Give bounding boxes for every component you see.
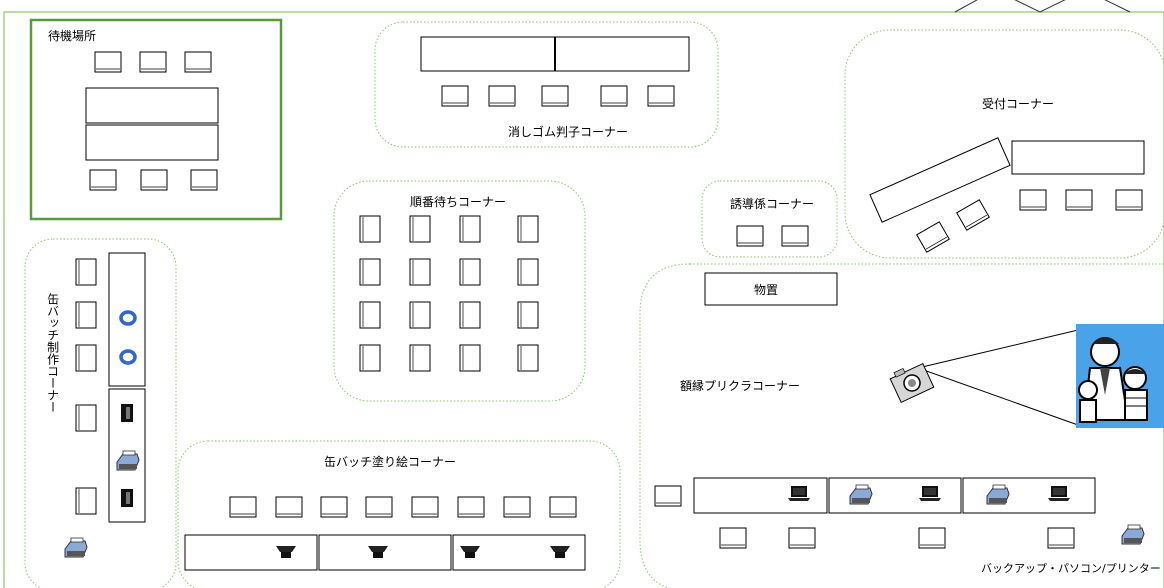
- waiting-table: [85, 124, 219, 161]
- badge-painting-corner-zone: [177, 440, 621, 588]
- badge-press-icon: [121, 404, 133, 422]
- eraser-stamp-corner-label: 消しゴム判子コーナー: [508, 124, 628, 139]
- waiting-table: [85, 87, 219, 124]
- reception-table-angled: [869, 137, 1011, 223]
- painting-chairs: [229, 496, 577, 518]
- badge-table: [108, 252, 146, 387]
- reception-corner-label: 受付コーナー: [982, 97, 1054, 111]
- camera-icon: [889, 329, 1079, 426]
- printer-icon: [64, 537, 88, 558]
- floor-outline: [3, 11, 1164, 588]
- guide-chair: [781, 225, 809, 247]
- stamp-table: [554, 36, 690, 72]
- reception-chair: [1115, 189, 1143, 211]
- badge-ring-icon: [119, 310, 137, 326]
- badge-ring-icon: [119, 349, 137, 365]
- laptop-icon: [1048, 486, 1070, 501]
- badge-chair: [75, 258, 97, 286]
- reception-chair: [916, 221, 950, 253]
- purikura-table: [693, 477, 828, 514]
- purikura-chair: [1047, 527, 1075, 549]
- reception-corner-zone: [844, 29, 1164, 259]
- stamp-chair: [488, 85, 516, 107]
- badge-chair: [75, 301, 97, 329]
- queue-chairs: [359, 215, 539, 372]
- guide-chair: [736, 225, 764, 247]
- purikura-chair: [719, 527, 747, 549]
- waiting-chair: [94, 51, 122, 73]
- people-photo-icon: [1076, 324, 1164, 428]
- reception-chair: [1019, 189, 1047, 211]
- painting-table: [184, 534, 318, 571]
- badge-making-corner-zone: [24, 238, 177, 588]
- laptop-icon: [919, 486, 941, 501]
- badge-making-corner-label: 缶バッチ制作コーナー: [45, 293, 60, 413]
- queue-corner-label: 順番待ちコーナー: [410, 195, 506, 209]
- guide-corner-label: 誘導係コーナー: [730, 197, 814, 211]
- waiting-chair: [140, 169, 168, 191]
- printer-icon: [1121, 524, 1145, 545]
- storage-box: [704, 272, 838, 306]
- stamp-table: [420, 36, 556, 72]
- roof-marks: [954, 0, 1131, 13]
- reception-table: [1011, 140, 1145, 175]
- frame-purikura-corner-label: 額縁プリクラコーナー: [680, 378, 800, 393]
- painting-table: [318, 534, 452, 571]
- waiting-chair: [190, 169, 218, 191]
- badge-chair: [75, 404, 97, 432]
- badge-painting-corner-label: 缶バッチ塗り絵コーナー: [324, 454, 456, 469]
- badge-chair: [75, 487, 97, 515]
- reception-chair: [1065, 189, 1093, 211]
- stamp-chair: [600, 85, 628, 107]
- guide-corner-zone: [701, 180, 838, 258]
- stamp-chair: [647, 85, 675, 107]
- stamp-chair: [441, 85, 469, 107]
- laptop-icon: [788, 486, 810, 501]
- waiting-chair: [139, 51, 167, 73]
- badge-chair: [75, 344, 97, 372]
- storage-label: 物置: [754, 283, 778, 297]
- stamp-chair: [541, 85, 569, 107]
- purikura-table: [828, 477, 962, 514]
- waiting-chair: [184, 51, 212, 73]
- purikura-table: [962, 477, 1096, 514]
- purikura-chair: [918, 527, 946, 549]
- badge-press-icon: [121, 489, 133, 507]
- waiting-area-label: 待機場所: [48, 28, 96, 43]
- backup-pc-printer-label: バックアップ・パソコン/プリンター: [981, 562, 1161, 575]
- eraser-stamp-corner-zone: [374, 21, 719, 148]
- reception-chair: [956, 199, 990, 231]
- waiting-chair: [89, 169, 117, 191]
- purikura-chair: [654, 485, 682, 507]
- purikura-chair: [788, 527, 816, 549]
